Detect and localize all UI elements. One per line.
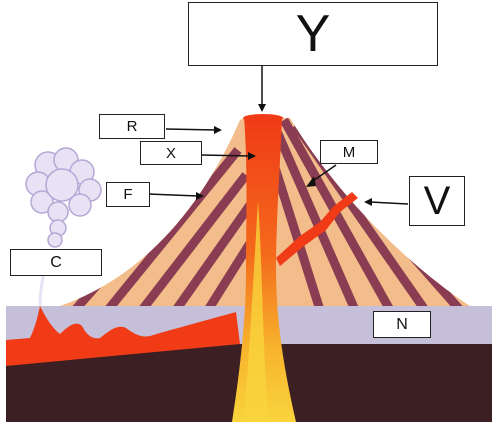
side-vent xyxy=(276,192,358,266)
label-v: V xyxy=(409,176,465,226)
lava-sill xyxy=(6,306,240,366)
magma-core xyxy=(244,200,268,422)
arrow-heads xyxy=(196,104,372,206)
label-y: Y xyxy=(188,2,438,66)
label-f: F xyxy=(106,182,150,207)
lava-finger xyxy=(78,339,112,352)
label-c: C xyxy=(10,249,102,276)
label-r: R xyxy=(99,114,165,139)
label-x: X xyxy=(140,141,202,165)
crater xyxy=(243,114,283,122)
main-vent xyxy=(232,117,296,422)
ash-cloud xyxy=(25,147,102,248)
label-n: N xyxy=(373,311,431,338)
label-m: M xyxy=(320,140,378,164)
